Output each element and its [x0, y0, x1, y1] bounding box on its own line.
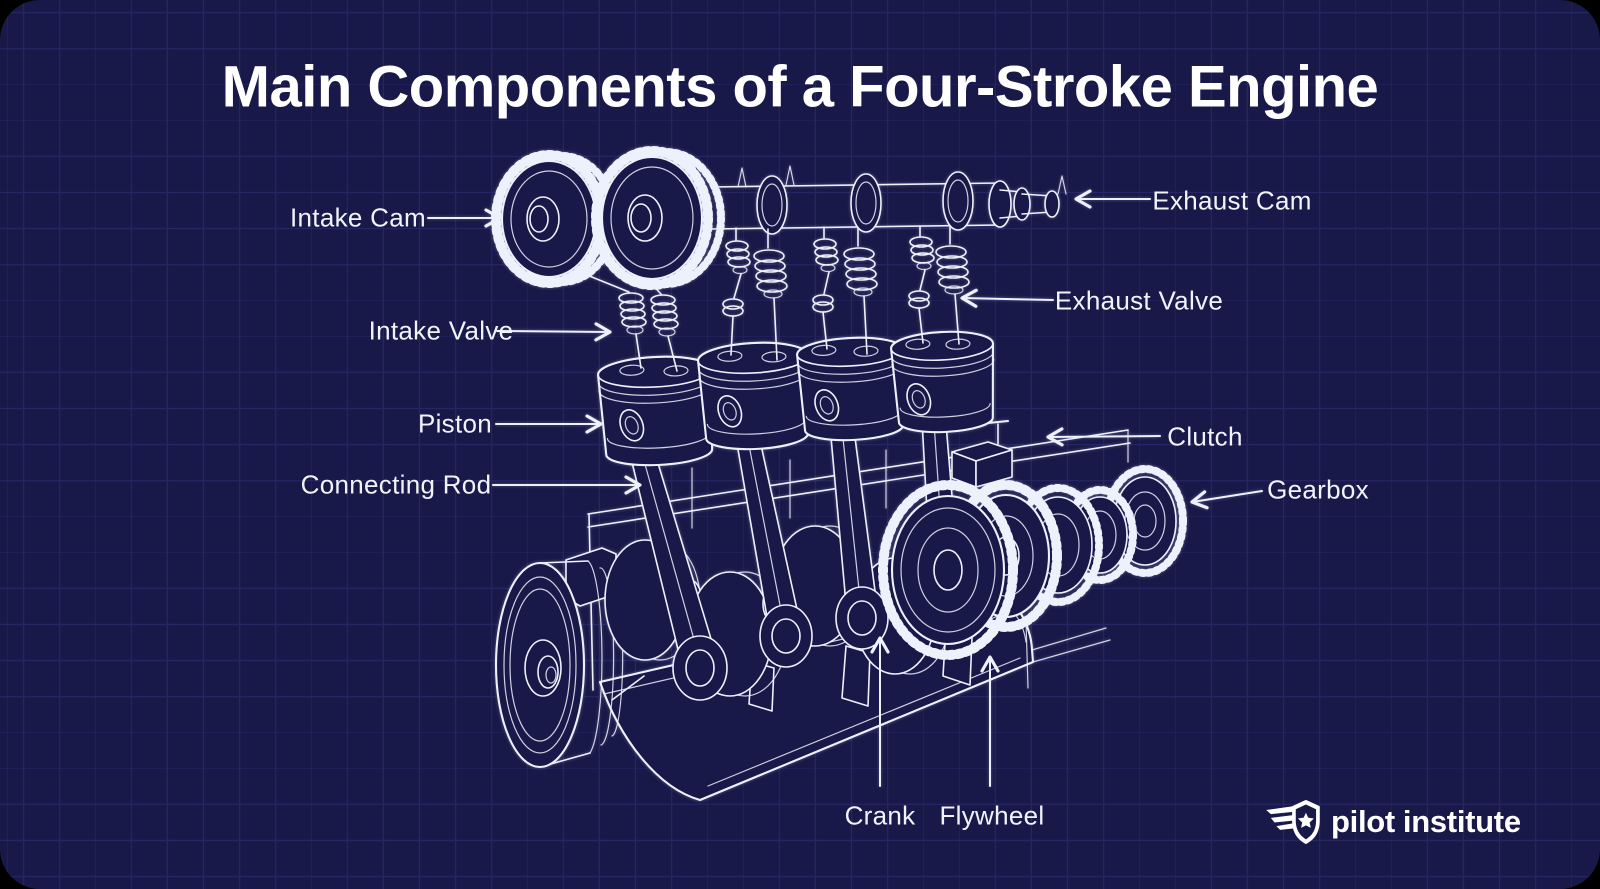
- brand-logo: pilot institute: [1264, 798, 1521, 846]
- label-intake-valve: Intake Valve: [368, 315, 514, 346]
- arrow-gearbox: [1190, 490, 1263, 510]
- brand-word-pilot: pilot: [1331, 804, 1395, 839]
- label-gearbox: Gearbox: [1267, 474, 1369, 505]
- intake-cam-gears: [491, 146, 725, 290]
- winged-shield-star-icon: [1266, 799, 1320, 845]
- annotation-arrows: [427, 189, 1263, 787]
- valvetrain: [576, 225, 970, 372]
- page-title: Main Components of a Four-Stroke Engine: [221, 54, 1379, 120]
- label-clutch: Clutch: [1167, 421, 1243, 452]
- arrow-clutch: [1046, 427, 1161, 447]
- camshaft: [711, 165, 1067, 235]
- flywheel-clutch-gearbox: [878, 419, 1187, 660]
- brand-wordmark: pilot institute: [1331, 804, 1521, 840]
- arrow-intake-valve: [496, 322, 612, 342]
- label-exhaust-cam: Exhaust Cam: [1152, 185, 1312, 216]
- clutch-actuator: [951, 419, 1013, 488]
- label-connecting-rod: Connecting Rod: [300, 469, 492, 500]
- piston-4: [890, 330, 995, 434]
- arrow-exhaust-valve: [960, 288, 1054, 308]
- label-crank: Crank: [844, 800, 916, 831]
- piston-2: [697, 341, 810, 451]
- label-exhaust-valve: Exhaust Valve: [1054, 285, 1224, 316]
- pistons: [597, 330, 995, 467]
- brand-word-institute: institute: [1402, 804, 1521, 839]
- label-flywheel: Flywheel: [939, 800, 1045, 831]
- flywheel: [878, 480, 1018, 660]
- label-intake-cam: Intake Cam: [290, 202, 426, 233]
- label-piston: Piston: [417, 408, 493, 439]
